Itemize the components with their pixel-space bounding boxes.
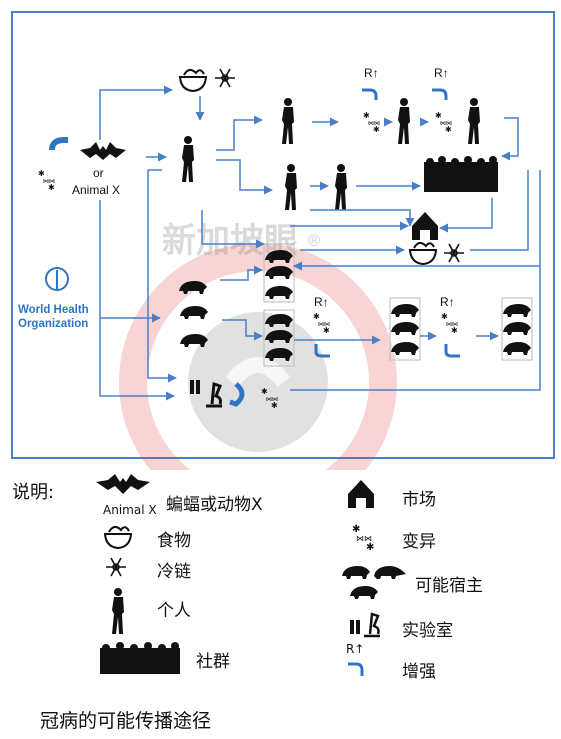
market-barn-icon — [348, 480, 374, 508]
animals-icon — [342, 566, 406, 599]
legend-label-host: 可能宿主 — [415, 576, 483, 596]
transmission-diagram: ✱ ⋈⋈ ✱ 新加坡眼 ® or Animal X World Health O… — [11, 11, 555, 470]
person-icon — [282, 98, 294, 144]
legend-label-lab: 实验室 — [402, 621, 453, 641]
legend-r-up: R↑ — [346, 642, 365, 656]
legend-label-enhance: 增强 — [402, 662, 436, 682]
person-icon — [182, 136, 194, 182]
animals-icon — [180, 334, 208, 347]
crowd-icon — [100, 642, 180, 674]
legend-animal-x: Animal X — [103, 503, 157, 517]
who-line-1: World Health — [18, 304, 89, 316]
market-barn-icon — [412, 212, 438, 240]
animals-icon — [263, 243, 295, 303]
animals-icon — [180, 306, 208, 319]
food-bowl-icon — [179, 68, 207, 92]
or-label: or — [93, 166, 104, 180]
legend-heading: 说明: — [12, 482, 55, 503]
svg-text:✱: ✱ — [366, 542, 374, 553]
animal-x-label: Animal X — [72, 183, 120, 197]
food-bowl-icon — [103, 526, 133, 550]
person-icon — [398, 98, 410, 144]
legend-label-market: 市场 — [402, 490, 436, 510]
enhance-arrow-icon — [444, 344, 460, 358]
legend-label-person: 个人 — [157, 601, 191, 621]
legend-label-food: 食物 — [157, 531, 191, 551]
snowflake-icon — [106, 557, 126, 577]
svg-text:✱: ✱ — [352, 524, 360, 535]
legend-label-cold-chain: 冷链 — [157, 562, 191, 582]
person-icon — [285, 164, 297, 210]
bat-origin: or Animal X — [38, 137, 126, 197]
mutation-icon — [313, 312, 330, 335]
snowflake-icon — [443, 243, 465, 263]
microscope-icon — [350, 612, 380, 638]
mutation-icon — [363, 111, 380, 134]
figure-caption: 冠病的可能传播途径 — [40, 710, 212, 732]
microscope-icon — [190, 380, 222, 408]
mutation-icon: ✱ ⋈⋈ ✱ — [352, 524, 374, 553]
enhance-arrow-icon — [432, 88, 448, 100]
watermark-mark: ® — [306, 231, 322, 250]
food-bowl-icon — [409, 241, 437, 265]
snowflake-icon — [214, 68, 236, 88]
svg-text:⋈⋈: ⋈⋈ — [356, 534, 372, 543]
mutation-icon — [38, 169, 55, 192]
legend-label-bat: 蝙蝠或动物X — [166, 495, 263, 515]
legend-label-mutation: 变异 — [402, 532, 436, 552]
enhance-arrow-icon — [348, 662, 364, 676]
animals-icon — [263, 309, 295, 367]
who-line-2: Organization — [18, 318, 88, 330]
diagram-frame — [11, 11, 555, 459]
r-up-label: R↑ — [440, 295, 455, 309]
enhance-arrow-icon — [229, 382, 245, 407]
animals-icon — [389, 297, 421, 361]
enhance-arrow-icon — [314, 344, 330, 358]
r-up-label: R↑ — [364, 66, 379, 80]
flow-arrows — [99, 85, 541, 401]
animals-icon — [501, 297, 533, 361]
person-icon — [112, 588, 124, 634]
person-icon — [468, 98, 480, 144]
crowd-icon — [424, 156, 498, 192]
r-up-label: R↑ — [434, 66, 449, 80]
enhance-arrow-icon — [362, 88, 378, 100]
bat-icon — [96, 474, 150, 494]
r-up-label: R↑ — [314, 295, 329, 309]
mutation-icon — [441, 312, 458, 335]
bat-icon — [80, 142, 126, 160]
mutation-icon — [435, 111, 452, 134]
legend-label-community: 社群 — [196, 652, 230, 672]
who-logo: World Health Organization — [18, 267, 89, 330]
person-icon — [335, 164, 347, 210]
enhance-arrow-icon — [49, 137, 68, 151]
watermark: 新加坡眼 ® — [119, 221, 397, 470]
